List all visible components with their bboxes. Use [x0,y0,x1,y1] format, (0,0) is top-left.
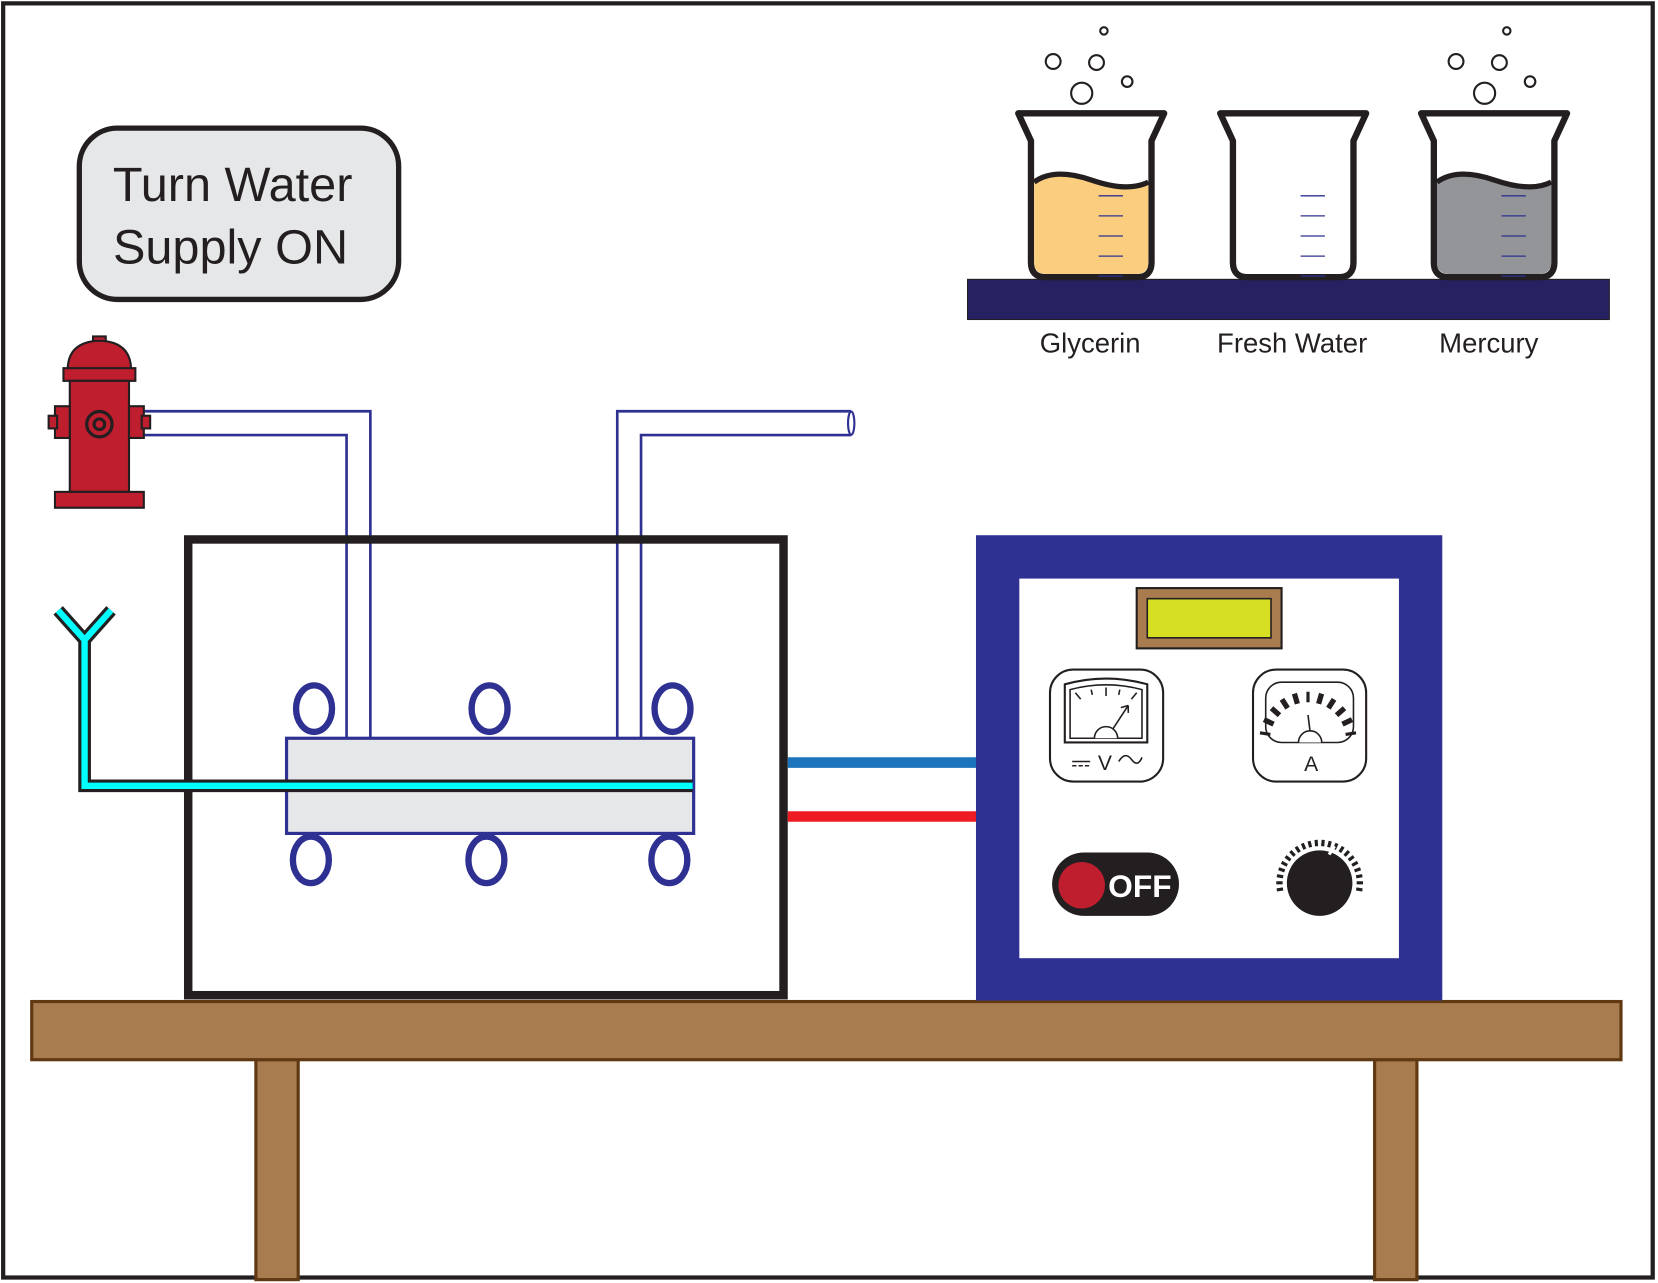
power-switch-label: OFF [1108,868,1171,904]
power-switch[interactable]: OFF [1052,852,1179,916]
ammeter-label: A [1304,753,1319,776]
beaker-liquid [1437,174,1552,275]
digital-display [1135,587,1283,650]
coil-ring [465,833,508,887]
beaker-liquid [1034,174,1149,275]
beaker-mercury[interactable]: Mercury [1417,26,1571,358]
bubble-icon [1490,54,1508,72]
voltmeter: V [1048,668,1165,783]
bubble-icon [1099,26,1109,36]
turn-water-supply-on-button[interactable]: Turn Water Supply ON [76,125,402,303]
beaker-fresh-water[interactable]: Fresh Water [1217,110,1370,358]
beaker-label: Mercury [1439,327,1539,358]
table [30,999,1623,1282]
voltage-knob[interactable] [1276,839,1363,916]
bubble-icon [1120,75,1134,88]
button-label-line1: Turn Water [113,158,353,212]
bubble-icon [1472,81,1497,105]
bubble-icon [1088,54,1105,72]
voltmeter-label: V [1098,752,1112,775]
cold-fluid-pipe [53,606,693,793]
power-supply-unit: V A OFF [975,535,1443,1001]
bubble-icon [1523,75,1537,88]
water-outlet-pipe [615,409,856,743]
coil-ring [289,833,333,887]
power-indicator-icon [1058,861,1105,909]
coil-ring [651,682,694,736]
bubble-icon [1070,81,1094,105]
coil-ring [648,833,691,887]
fire-hydrant[interactable] [47,335,152,509]
hot-water-inlet-pipe [137,409,372,743]
bubble-icon [1502,26,1512,36]
coil-ring [468,682,511,736]
coil-ring [292,682,336,736]
bubble-icon [1447,53,1465,70]
water-tank [183,535,788,1000]
beaker-label: Fresh Water [1217,327,1367,358]
beaker-shelf [966,278,1610,321]
beaker-label: Glycerin [1040,327,1141,358]
button-label-line2: Supply ON [113,220,348,274]
coil-rings [289,682,694,887]
ammeter: A [1251,668,1368,783]
beaker-glycerin[interactable]: Glycerin [1015,26,1168,358]
bubble-icon [1044,53,1062,70]
